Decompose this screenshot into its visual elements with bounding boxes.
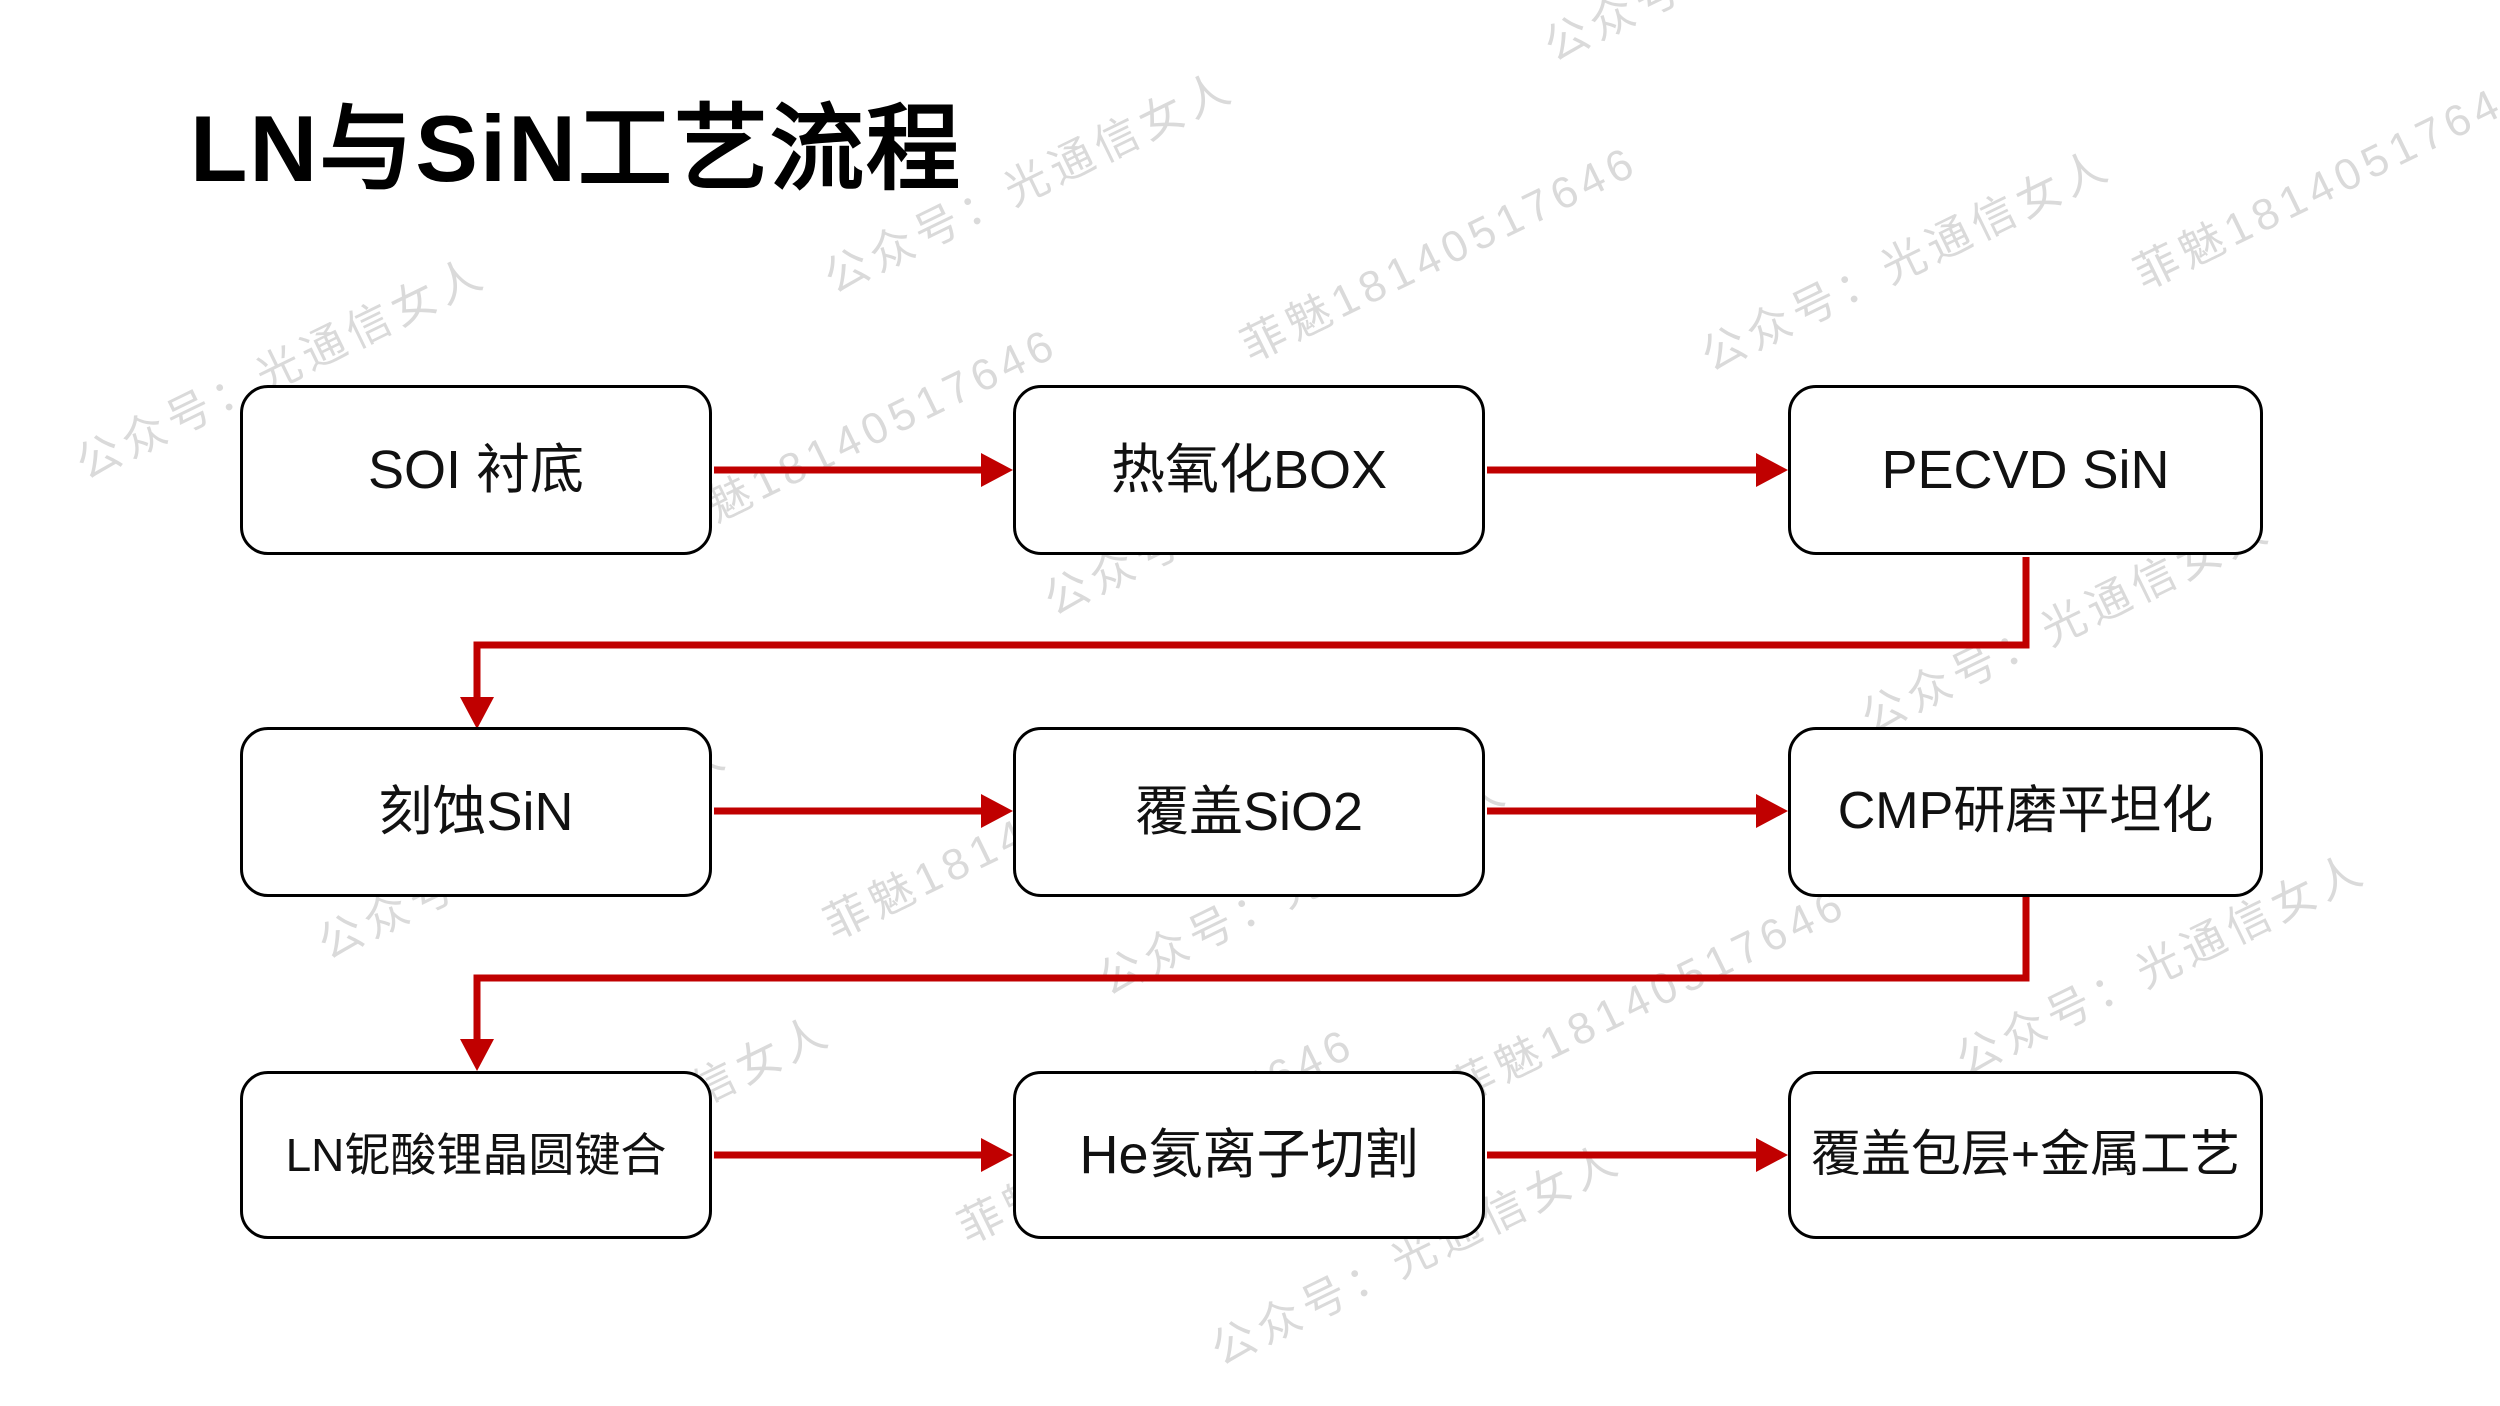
box-label: 覆盖包层+金属工艺: [1810, 1126, 2241, 1183]
elbow-arrow-cmp-to-bonding: [460, 897, 2030, 1071]
box-label: 覆盖SiO2: [1134, 781, 1364, 842]
arrow-cut-to-cladding: [1487, 1138, 1788, 1172]
arrow-sio2-to-cmp: [1487, 794, 1788, 828]
box-label: PECVD SiN: [1881, 439, 2170, 500]
box-label: He氦离子切割: [1079, 1124, 1419, 1185]
box-cmp-planarization: CMP研磨平坦化: [1788, 727, 2263, 897]
box-soi-substrate: SOI 衬底: [240, 385, 712, 555]
arrow-oxide-to-pecvd: [1487, 453, 1788, 487]
arrow-bonding-to-cut: [714, 1138, 1013, 1172]
box-label: CMP研磨平坦化: [1837, 782, 2214, 841]
box-cladding-metal: 覆盖包层+金属工艺: [1788, 1071, 2263, 1239]
diagram-title: LN与SiN工艺流程: [190, 96, 963, 201]
box-label: 热氧化BOX: [1110, 439, 1388, 500]
box-thermal-oxide-box: 热氧化BOX: [1013, 385, 1485, 555]
box-pecvd-sin: PECVD SiN: [1788, 385, 2263, 555]
box-etch-sin: 刻蚀SiN: [240, 727, 712, 897]
box-label: SOI 衬底: [367, 439, 585, 500]
arrow-soi-to-oxide: [714, 453, 1013, 487]
arrow-etch-to-sio2: [714, 794, 1013, 828]
box-cover-sio2: 覆盖SiO2: [1013, 727, 1485, 897]
elbow-arrow-pecvd-to-etch: [460, 557, 2030, 729]
box-he-ion-cut: He氦离子切割: [1013, 1071, 1485, 1239]
box-ln-wafer-bonding: LN铌酸锂晶圆键合: [240, 1071, 712, 1239]
box-label: 刻蚀SiN: [378, 781, 574, 842]
box-label: LN铌酸锂晶圆键合: [285, 1128, 667, 1181]
